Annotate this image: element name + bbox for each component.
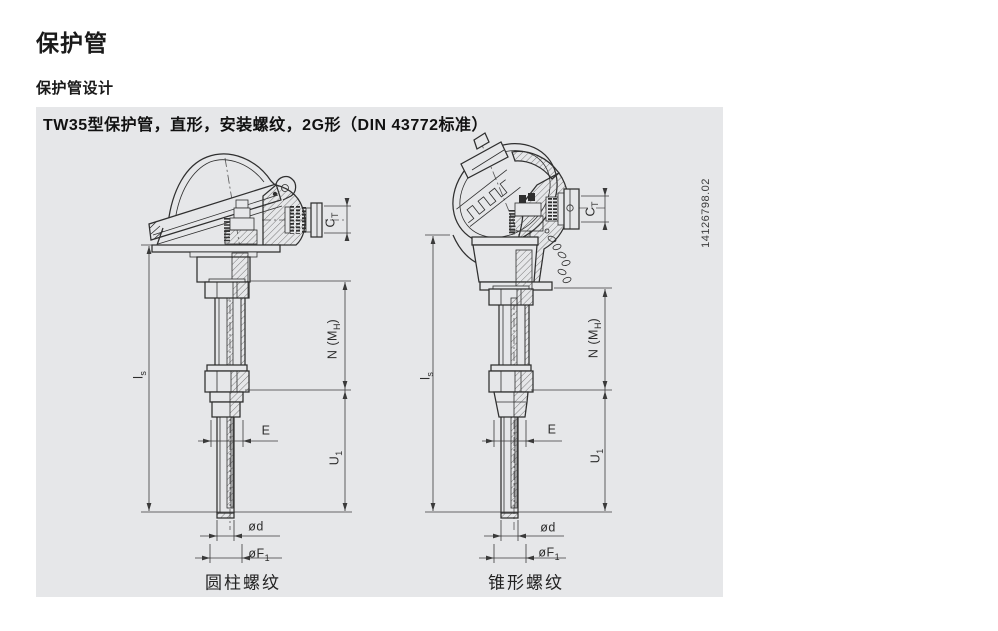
section-heading: 保护管设计 bbox=[36, 80, 114, 97]
dim-label-diameter-d-left: ød bbox=[248, 519, 264, 534]
figure-number: 14126798.02 bbox=[700, 178, 712, 248]
dim-label-thread-e-right: E bbox=[547, 422, 557, 437]
caption-cylindrical-thread: 圆柱螺纹 bbox=[205, 573, 281, 593]
figure-conical-thread-drawing bbox=[425, 132, 612, 563]
dim-label-neck-n-right: N (MH) bbox=[586, 317, 603, 359]
thermowell-technical-drawing bbox=[141, 132, 612, 563]
dim-label-gland-ct-left: CT bbox=[323, 212, 340, 228]
page-title: 保护管 bbox=[36, 30, 108, 56]
dim-label-thread-e-left: E bbox=[261, 423, 271, 438]
drawing-heading: TW35型保护管，直形，安装螺纹，2G形（DIN 43772标准） bbox=[43, 117, 489, 134]
dim-label-insertion-u1-left: U1 bbox=[327, 450, 344, 466]
figure-cylindrical-thread-drawing bbox=[141, 153, 352, 563]
dim-label-diameter-f1-right: øF1 bbox=[538, 545, 560, 562]
dim-label-diameter-f1-left: øF1 bbox=[248, 546, 270, 563]
dim-label-neck-n-left: N (MH) bbox=[325, 318, 342, 360]
caption-conical-thread: 锥形螺纹 bbox=[488, 573, 564, 593]
dim-label-total-length-ls-left: ls bbox=[131, 371, 148, 379]
dim-label-insertion-u1-right: U1 bbox=[588, 448, 605, 464]
dim-label-total-length-ls-right: ls bbox=[418, 372, 435, 380]
dim-label-gland-ct-right: CT bbox=[583, 201, 600, 217]
drawing-panel: TW35型保护管，直形，安装螺纹，2G形（DIN 43772标准） bbox=[36, 107, 723, 597]
dim-label-diameter-d-right: ød bbox=[540, 520, 556, 535]
